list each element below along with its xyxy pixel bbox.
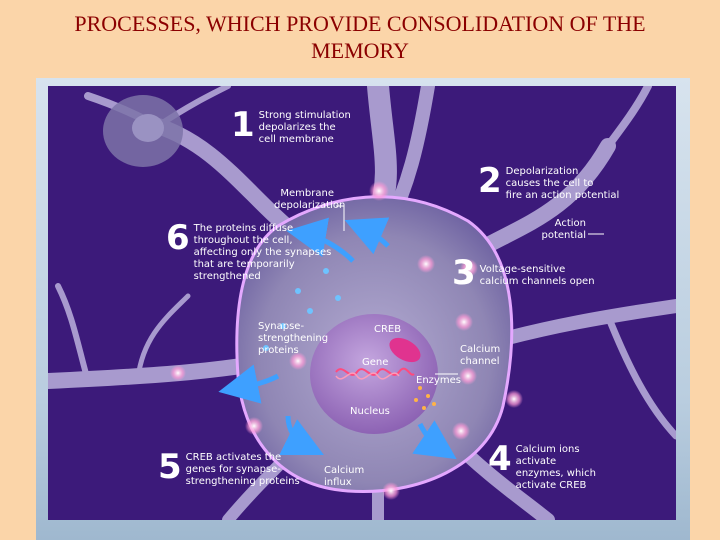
slide-title: PROCESSES, WHICH PROVIDE CONSOLIDATION O… — [0, 10, 720, 64]
step-4-number: 4 — [488, 439, 512, 479]
enzyme-dots — [414, 386, 436, 410]
slide-title-line-2: MEMORY — [311, 38, 409, 63]
calcium-influx-label: Calcium influx — [324, 465, 365, 488]
protein-dots — [263, 268, 341, 351]
step-5-number: 5 — [158, 447, 182, 487]
step-3-line-2: calcium channels open — [479, 276, 595, 287]
step-1-line-2: depolarizes the — [258, 122, 336, 133]
step-4-line-3: enzymes, which — [515, 468, 596, 479]
step-1-line-1: Strong stimulation — [258, 110, 351, 121]
step-6-line-4: that are temporarily — [193, 259, 295, 270]
step-1-line-3: cell membrane — [258, 134, 334, 145]
step-3: 3 Voltage-sensitive calcium channels ope… — [452, 256, 595, 290]
creb-shape — [389, 337, 421, 363]
action-potential-label: Action potential — [541, 218, 586, 241]
slide-title-line-1: PROCESSES, WHICH PROVIDE CONSOLIDATION O… — [74, 11, 646, 36]
step-6: 6 The proteins diffuse throughout the ce… — [166, 221, 331, 283]
enzymes-label: Enzymes — [416, 375, 461, 386]
diffusion-arrows — [218, 217, 457, 460]
step-6-number: 6 — [166, 218, 190, 258]
synapse-proteins-label: Synapse- strengthening proteins — [258, 321, 329, 356]
synapse-glows — [170, 181, 523, 500]
neuron-diagram: 1 Strong stimulation depolarizes the cel… — [48, 86, 676, 520]
step-6-line-1: The proteins diffuse — [193, 223, 294, 234]
gene-label: Gene — [362, 357, 389, 368]
neuron-illustration — [48, 86, 676, 520]
calcium-channel-label: Calcium channel — [460, 344, 501, 367]
step-2-number: 2 — [478, 161, 502, 201]
step-5-line-1: CREB activates the — [185, 452, 282, 463]
step-6-line-3: affecting only the synapses — [193, 247, 332, 258]
step-2-line-2: causes the cell to — [505, 178, 594, 189]
step-5: 5 CREB activates the genes for synapse- … — [158, 450, 300, 488]
step-4-line-2: activate — [515, 456, 557, 467]
creb-label: CREB — [374, 324, 402, 335]
step-6-line-5: strengthened — [193, 271, 261, 282]
step-5-line-2: genes for synapse- — [185, 464, 281, 475]
step-3-line-1: Voltage-sensitive — [479, 264, 566, 275]
membrane-depolarization-label: Membrane depolarization — [274, 188, 346, 211]
step-2-line-1: Depolarization — [505, 166, 579, 177]
step-4-line-4: activate CREB — [515, 480, 587, 491]
step-4-line-1: Calcium ions — [515, 444, 580, 455]
step-5-line-3: strengthening proteins — [185, 476, 300, 487]
gene-helix — [335, 367, 415, 376]
nucleus-label: Nucleus — [350, 406, 390, 417]
step-6-line-2: throughout the cell, — [193, 235, 293, 246]
step-1: 1 Strong stimulation depolarizes the cel… — [231, 108, 351, 146]
step-2-line-3: fire an action potential — [505, 190, 620, 201]
step-3-number: 3 — [452, 253, 476, 293]
step-2: 2 Depolarization causes the cell to fire… — [478, 164, 619, 202]
step-4: 4 Calcium ions activate enzymes, which a… — [488, 442, 596, 492]
step-1-number: 1 — [231, 105, 255, 145]
